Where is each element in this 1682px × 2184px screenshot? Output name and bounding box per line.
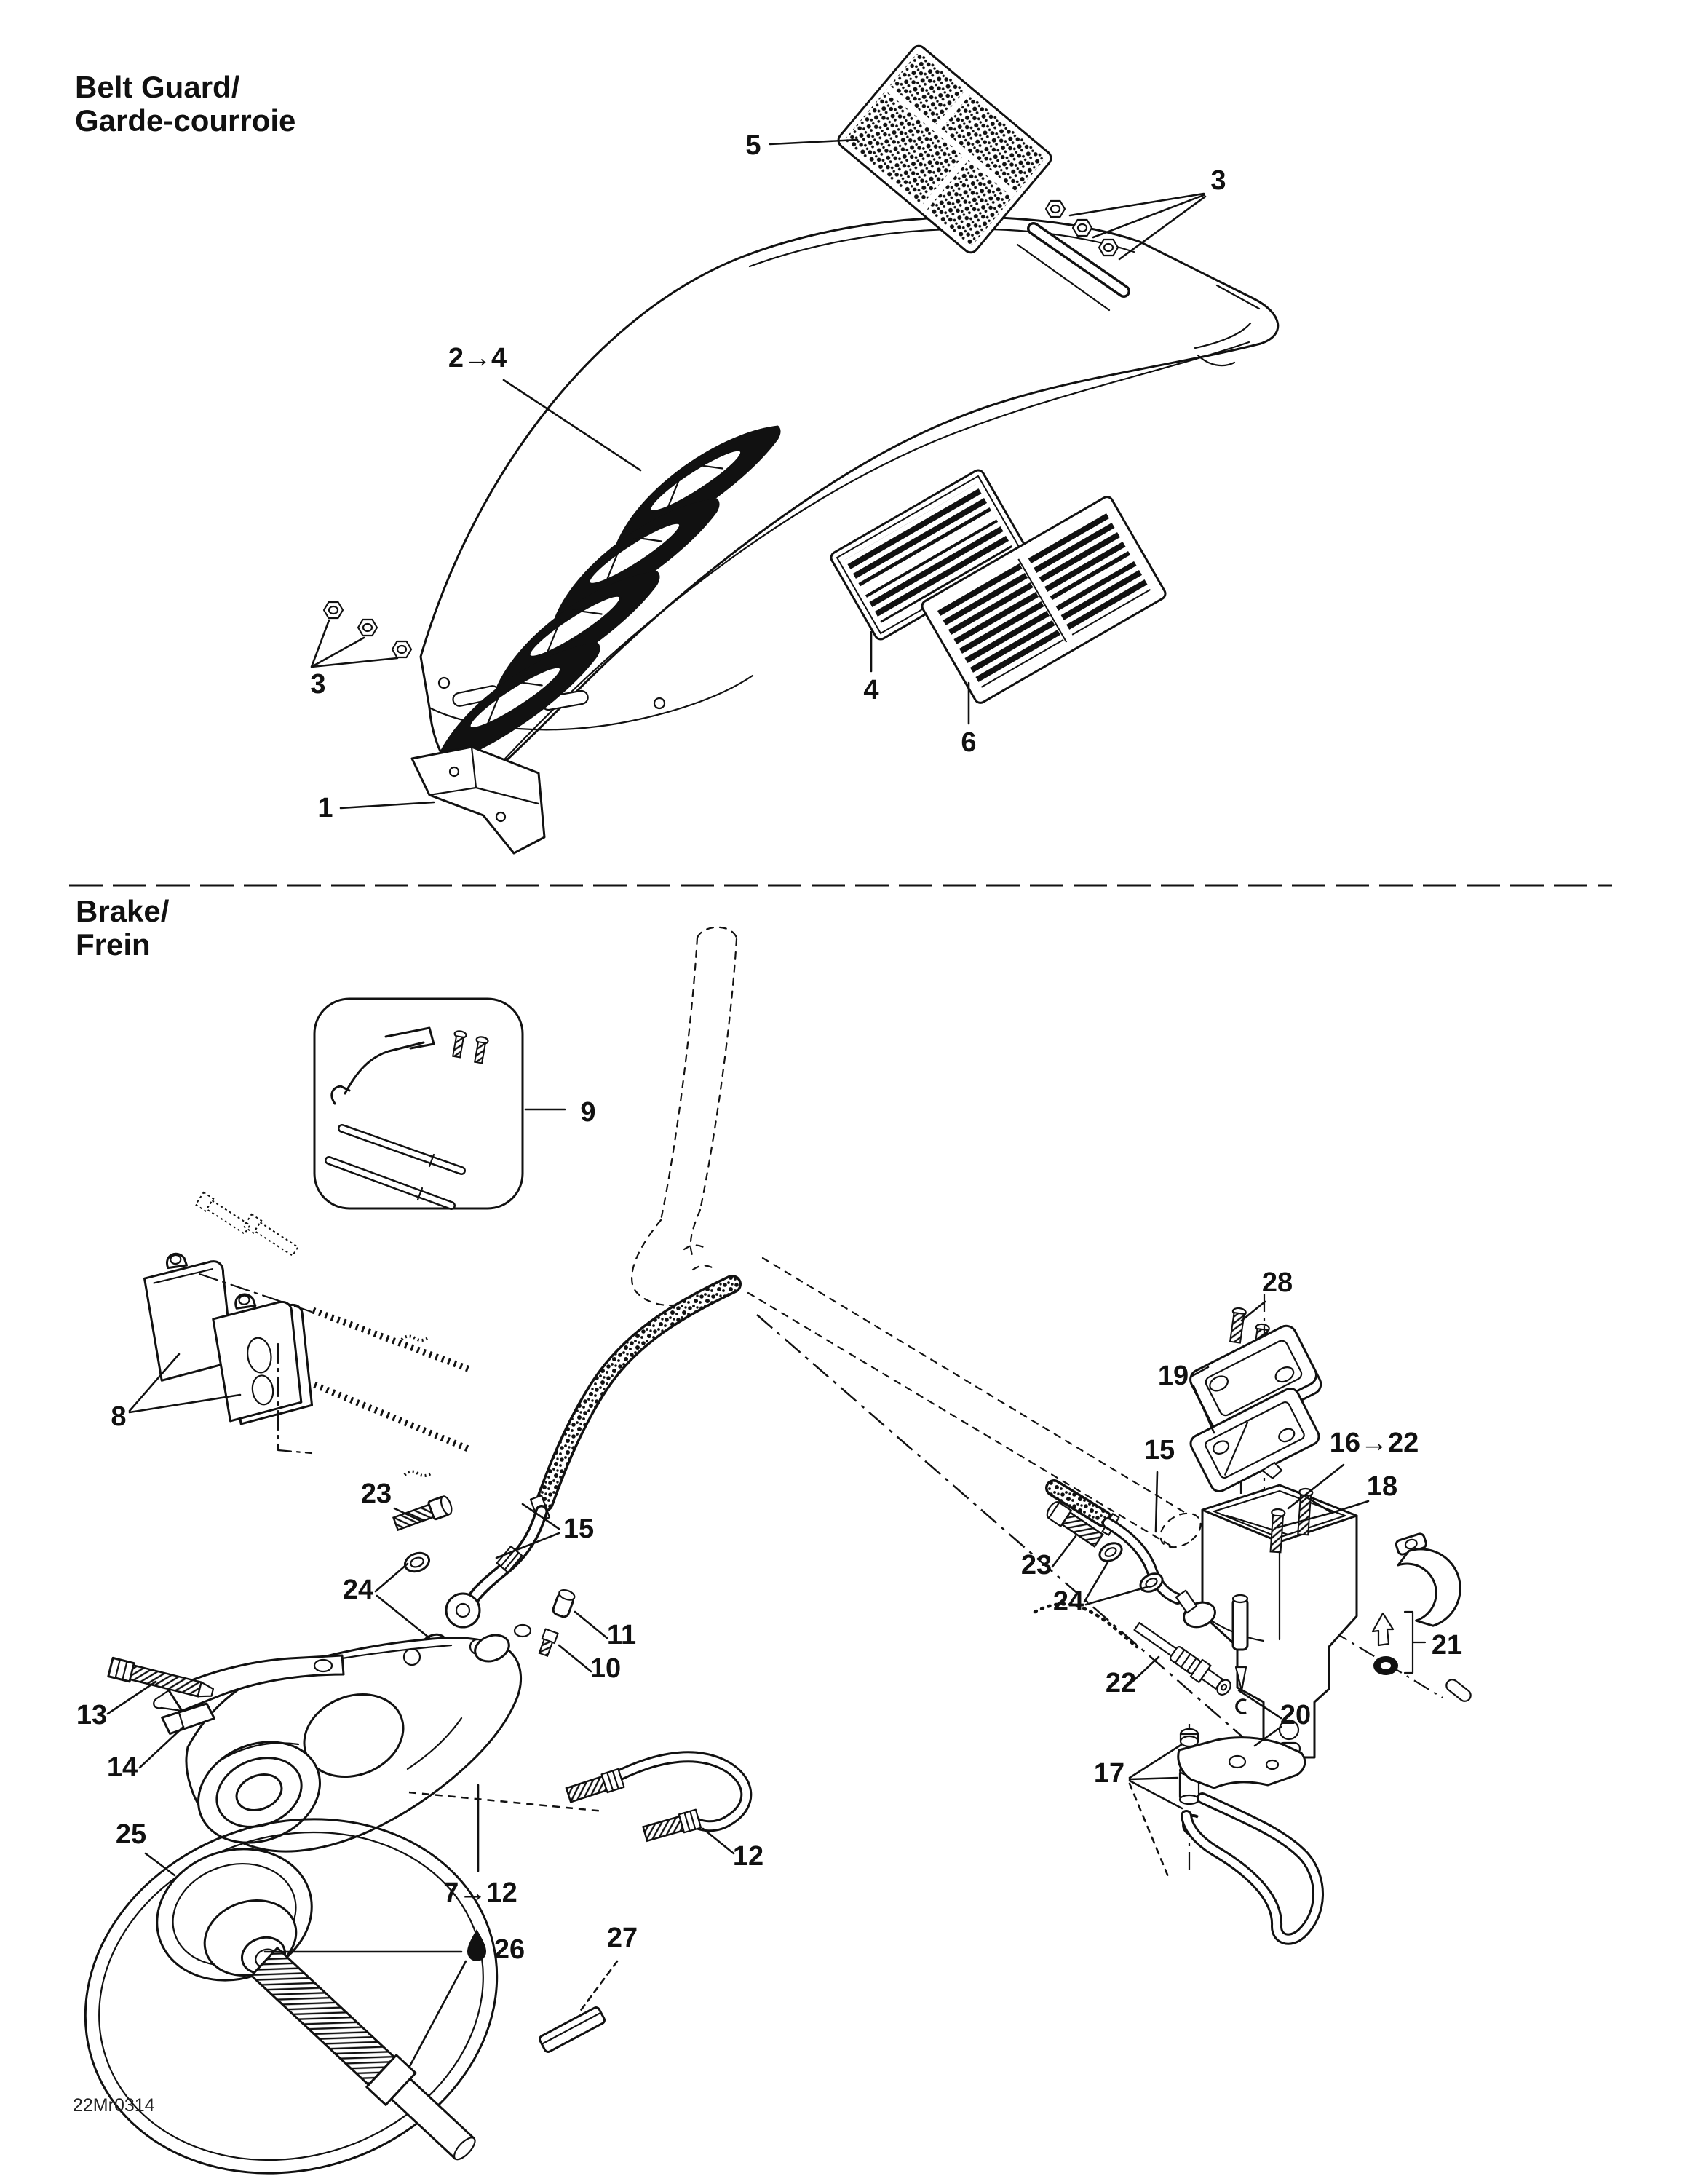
bleeder-screw <box>538 1628 559 1658</box>
brake-hose <box>445 1275 742 1629</box>
belt-guard-title-fr: Garde-courroie <box>75 103 295 138</box>
crossover-hose <box>408 1751 753 1843</box>
callout-1: 1 <box>317 793 333 823</box>
handlebar-clamp <box>1395 1532 1461 1627</box>
handlebar-phantom <box>631 926 1202 1548</box>
callout-5: 5 <box>745 130 761 161</box>
callout-23-right: 23 <box>1021 1550 1052 1580</box>
callout-9: 9 <box>580 1097 595 1128</box>
callout-11: 11 <box>607 1620 636 1650</box>
drive-shaft <box>250 1946 476 2161</box>
callout-27: 27 <box>607 1923 638 1953</box>
guard-louvers <box>435 425 781 766</box>
bleeder-cap <box>552 1588 576 1618</box>
callout-24-right: 24 <box>1053 1586 1084 1617</box>
brake-pads <box>143 1191 473 1477</box>
master-cylinder-assembly <box>1033 1294 1472 1945</box>
guard-nuts-left <box>322 601 413 659</box>
callout-13: 13 <box>76 1700 107 1730</box>
callout-12: 12 <box>733 1841 763 1872</box>
brake-pad-carrier <box>212 1293 314 1425</box>
callout-10: 10 <box>590 1653 621 1684</box>
caliper-bolt <box>107 1656 215 1698</box>
fitting-bolt <box>1046 1501 1104 1548</box>
text-layer: Belt Guard/ Garde-courroie Brake/ Frein … <box>73 70 1462 2116</box>
hardware-kit-box <box>313 997 524 1210</box>
callout-24-left: 24 <box>343 1575 373 1605</box>
belt-guard-assembly <box>322 44 1280 855</box>
guard-retainer-strip <box>1016 222 1130 312</box>
banjo-bolt <box>392 1495 453 1532</box>
callout-25: 25 <box>116 1819 146 1850</box>
brake-disc <box>84 1818 499 2175</box>
callout-14: 14 <box>107 1752 138 1783</box>
callout-15-left: 15 <box>563 1514 594 1544</box>
callout-15-right: 15 <box>1144 1435 1175 1465</box>
callout-3-right: 3 <box>1210 165 1226 196</box>
callout-26: 26 <box>494 1934 525 1965</box>
belt-guard-title-en: Belt Guard/ <box>75 70 240 104</box>
pushrod <box>1133 1621 1231 1696</box>
reservoir-gasket <box>1189 1387 1320 1493</box>
drawing-code: 22Mr0314 <box>73 2095 155 2116</box>
guard-bracket <box>410 745 546 855</box>
reservoir-cover <box>1189 1324 1322 1439</box>
callout-20: 20 <box>1280 1700 1311 1730</box>
brake-title-en: Brake/ <box>76 894 170 928</box>
decal-sheet <box>837 44 1052 254</box>
warning-decal-6 <box>921 496 1167 704</box>
callout-4: 4 <box>863 675 878 705</box>
callout-7-12: 7→12 <box>443 1878 517 1908</box>
brake-title-fr: Frein <box>76 927 151 962</box>
guard-flange-slots <box>437 676 666 719</box>
callout-23-left: 23 <box>361 1479 392 1509</box>
callout-22: 22 <box>1106 1668 1136 1698</box>
callout-2-4: 2→4 <box>448 343 507 373</box>
callout-8: 8 <box>111 1401 126 1432</box>
callout-19: 19 <box>1158 1361 1189 1391</box>
callout-16-22: 16→22 <box>1330 1428 1419 1458</box>
callout-28: 28 <box>1262 1267 1293 1298</box>
explode-axis <box>756 1314 1269 1760</box>
leader-lines <box>106 138 1370 2069</box>
guard-nuts-right <box>1044 199 1119 257</box>
callout-3-left: 3 <box>310 669 325 700</box>
callout-21: 21 <box>1432 1630 1462 1661</box>
callout-17: 17 <box>1094 1758 1124 1789</box>
brake-caliper <box>153 1623 532 1853</box>
pad-spring-clip <box>161 1702 215 1736</box>
lubricant-droplet-icon <box>467 1929 486 1961</box>
woodruff-key <box>539 2006 606 2053</box>
callout-6: 6 <box>961 727 976 758</box>
callout-18: 18 <box>1367 1471 1397 1502</box>
